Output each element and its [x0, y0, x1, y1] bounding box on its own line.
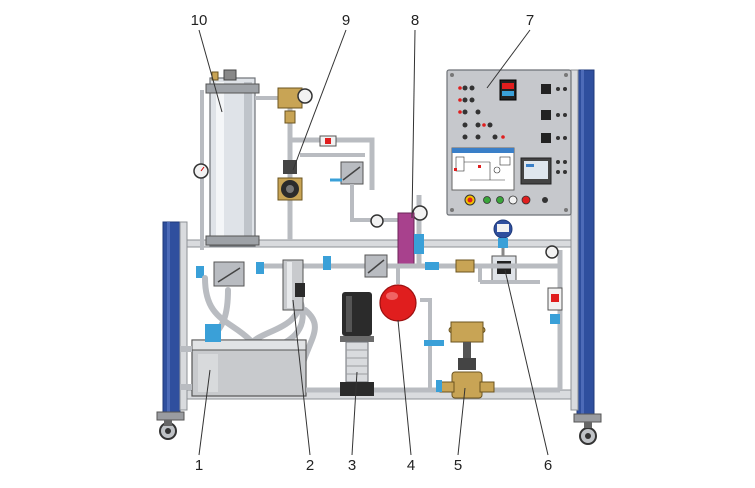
column-tank: [193, 69, 260, 250]
vertical-pump: [306, 292, 374, 396]
gauge-icon: [370, 214, 384, 228]
gauge-icon: [412, 205, 428, 221]
control-valve: [436, 321, 495, 399]
callout-3: 3: [348, 457, 356, 474]
callout-7: 7: [526, 12, 534, 29]
callout-9: 9: [342, 12, 350, 29]
callout-8: 8: [411, 12, 419, 29]
small-pump: [277, 160, 303, 201]
sump-tank: [180, 324, 307, 397]
right-frame-column: [570, 69, 602, 445]
callout-2: 2: [306, 457, 314, 474]
callout-leaders: [198, 29, 549, 456]
main-pipe: [260, 245, 563, 390]
callout-10: 10: [191, 12, 208, 29]
top-piping: [255, 87, 313, 240]
callout-6: 6: [544, 457, 552, 474]
callout-5: 5: [454, 457, 462, 474]
manifold-cylinder: [282, 259, 305, 311]
gauge-icon: [297, 88, 313, 104]
callout-4: 4: [407, 457, 415, 474]
flow-indicators: [196, 254, 388, 287]
flow-meter: [491, 219, 517, 283]
callout-labels: 10 9 8 7 1 2 3 4 5 6: [191, 12, 553, 474]
expansion-vessel: [379, 266, 417, 322]
control-panel: [446, 69, 572, 216]
gauge-icon: [545, 245, 559, 259]
magenta-heater: [397, 195, 428, 266]
upper-loop: [287, 135, 400, 228]
callout-1: 1: [195, 457, 203, 474]
left-frame-column: [156, 221, 188, 440]
